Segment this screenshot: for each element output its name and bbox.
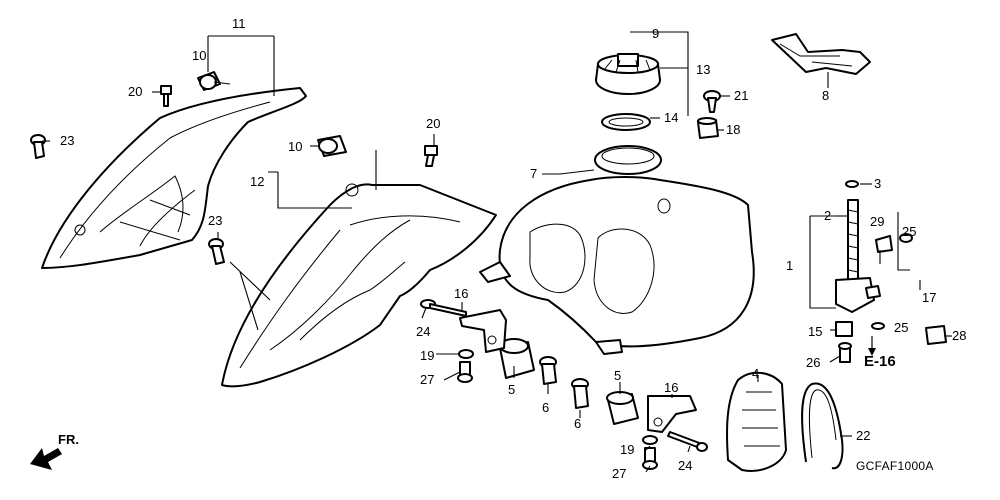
callout-6a[interactable]: 6 bbox=[542, 400, 549, 415]
callout-10b[interactable]: 10 bbox=[288, 139, 302, 154]
callout-8[interactable]: 8 bbox=[822, 88, 829, 103]
breather-tube[interactable] bbox=[475, 15, 632, 106]
fuel-hose-17[interactable] bbox=[870, 232, 954, 319]
callout-12[interactable]: 12 bbox=[250, 174, 264, 189]
callout-24b[interactable]: 24 bbox=[678, 458, 692, 473]
screw-20b[interactable] bbox=[424, 145, 438, 167]
clip-25a[interactable] bbox=[899, 233, 913, 243]
callout-28[interactable]: 28 bbox=[952, 328, 966, 343]
collar-18[interactable] bbox=[697, 117, 719, 139]
clip-25b[interactable] bbox=[871, 322, 885, 330]
callout-24a[interactable]: 24 bbox=[416, 324, 430, 339]
collar-6b[interactable] bbox=[571, 378, 589, 409]
callout-16a[interactable]: 16 bbox=[454, 286, 468, 301]
collar-6a[interactable] bbox=[539, 356, 557, 385]
callout-25b[interactable]: 25 bbox=[894, 320, 908, 335]
callout-23a[interactable]: 23 bbox=[60, 133, 74, 148]
clip-29[interactable] bbox=[875, 235, 893, 253]
callout-13[interactable]: 13 bbox=[696, 62, 710, 77]
right-shroud[interactable] bbox=[221, 183, 497, 388]
callout-29[interactable]: 29 bbox=[870, 214, 884, 229]
callout-25a[interactable]: 25 bbox=[902, 224, 916, 239]
callout-21[interactable]: 21 bbox=[734, 88, 748, 103]
reference-e16[interactable]: E-16 bbox=[864, 338, 896, 370]
callout-14[interactable]: 14 bbox=[664, 110, 678, 125]
bolt-24a[interactable] bbox=[420, 299, 467, 317]
callout-19b[interactable]: 19 bbox=[620, 442, 634, 457]
callout-5a[interactable]: 5 bbox=[508, 382, 515, 397]
mount-rubber-5a[interactable] bbox=[499, 338, 535, 379]
o-ring-3[interactable] bbox=[845, 180, 859, 188]
bolt-24b[interactable] bbox=[667, 431, 708, 452]
cap-gasket[interactable] bbox=[601, 113, 651, 131]
washer-19a[interactable] bbox=[458, 349, 474, 359]
clip-28[interactable] bbox=[925, 325, 947, 345]
screw-20a[interactable] bbox=[160, 85, 172, 107]
callout-23b[interactable]: 23 bbox=[208, 213, 222, 228]
tank-pad[interactable] bbox=[726, 371, 787, 472]
rivet-23a[interactable] bbox=[30, 134, 46, 159]
reference-label[interactable]: E-16 bbox=[864, 353, 896, 370]
callout-26[interactable]: 26 bbox=[806, 355, 820, 370]
callout-15[interactable]: 15 bbox=[808, 324, 822, 339]
tank-bracket[interactable] bbox=[771, 33, 871, 75]
callout-2[interactable]: 2 bbox=[824, 208, 831, 223]
callout-19a[interactable]: 19 bbox=[420, 348, 434, 363]
washer-19b[interactable] bbox=[642, 435, 658, 445]
callout-20b[interactable]: 20 bbox=[426, 116, 440, 131]
bolt-21[interactable] bbox=[703, 90, 721, 113]
callout-7[interactable]: 7 bbox=[530, 166, 537, 181]
strainer-screen-2[interactable] bbox=[847, 199, 859, 281]
washer-15[interactable] bbox=[835, 321, 853, 337]
leader-lines bbox=[42, 31, 952, 473]
callout-10a[interactable]: 10 bbox=[192, 48, 206, 63]
callout-22[interactable]: 22 bbox=[856, 428, 870, 443]
bolt-27a[interactable] bbox=[457, 361, 473, 383]
callout-27a[interactable]: 27 bbox=[420, 372, 434, 387]
bolt-26[interactable] bbox=[838, 342, 852, 363]
figure-code: GCFAF1000A bbox=[856, 459, 934, 473]
fuel-tank[interactable] bbox=[479, 145, 755, 355]
front-marker-label: FR. bbox=[58, 432, 79, 447]
callout-11[interactable]: 11 bbox=[232, 16, 246, 31]
bolt-27b[interactable] bbox=[642, 447, 658, 470]
callout-6b[interactable]: 6 bbox=[574, 416, 581, 431]
front-direction-marker: FR. bbox=[30, 432, 79, 470]
left-shroud[interactable] bbox=[41, 87, 307, 269]
fuel-cap[interactable] bbox=[595, 53, 661, 95]
shroud-grommet-10b[interactable] bbox=[317, 135, 347, 157]
callout-27b[interactable]: 27 bbox=[612, 466, 626, 481]
callout-labels: 1 2 3 4 5 5 6 6 7 8 9 10 10 11 12 13 14 … bbox=[60, 16, 966, 481]
mount-bracket-16b[interactable] bbox=[647, 395, 697, 433]
callout-3[interactable]: 3 bbox=[874, 176, 881, 191]
mount-bracket-16a[interactable] bbox=[459, 309, 507, 353]
callout-20a[interactable]: 20 bbox=[128, 84, 142, 99]
tank-band[interactable] bbox=[801, 382, 844, 470]
callout-9[interactable]: 9 bbox=[652, 26, 659, 41]
callout-17[interactable]: 17 bbox=[922, 290, 936, 305]
mount-rubber-5b[interactable] bbox=[606, 391, 639, 425]
callout-4[interactable]: 4 bbox=[752, 366, 759, 381]
fuel-valve[interactable] bbox=[835, 277, 881, 313]
front-arrow-icon bbox=[30, 448, 62, 470]
callout-16b[interactable]: 16 bbox=[664, 380, 678, 395]
shroud-grommet-10a[interactable] bbox=[197, 71, 221, 91]
callout-5b[interactable]: 5 bbox=[614, 368, 621, 383]
rivet-23b[interactable] bbox=[208, 238, 225, 265]
callout-18[interactable]: 18 bbox=[726, 122, 740, 137]
callout-1[interactable]: 1 bbox=[786, 258, 793, 273]
